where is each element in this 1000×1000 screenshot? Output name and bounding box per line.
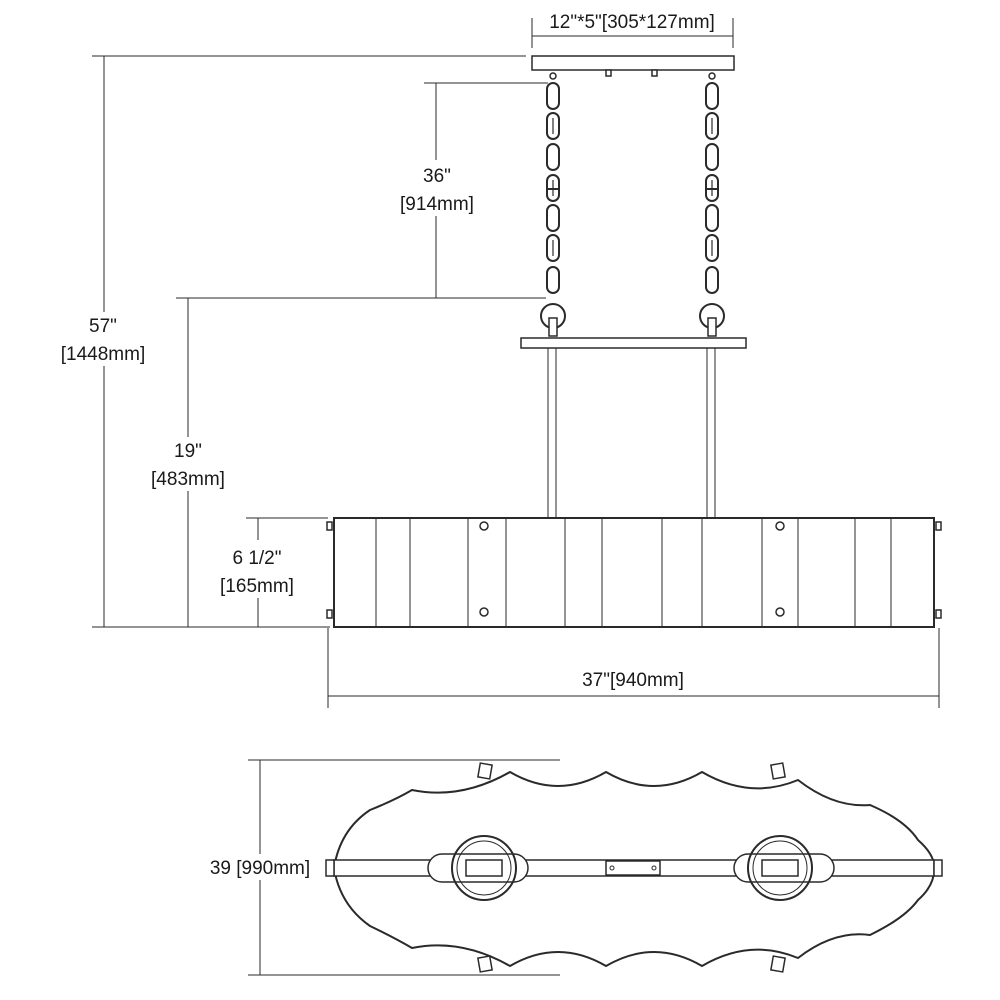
top-view-width-label: 39 [990mm] — [210, 858, 310, 879]
fixture-height-mm: [483mm] — [151, 469, 225, 490]
shade-height-mm: [165mm] — [220, 576, 294, 597]
right-chain — [705, 82, 719, 294]
shade-side-view — [326, 517, 942, 628]
chain-length-mm: [914mm] — [400, 194, 474, 215]
chain-length-inches: 36" — [423, 166, 451, 187]
overall-height-mm: [1448mm] — [61, 344, 145, 365]
crossbar — [520, 337, 747, 349]
shade-top-view — [325, 762, 943, 973]
overall-height-inches: 57" — [89, 316, 117, 337]
shade-height-inches: 6 1/2" — [232, 548, 281, 569]
dimension-lines — [92, 55, 940, 708]
canopy-size-label: 12"*5"[305*127mm] — [549, 12, 715, 33]
support-rods — [547, 348, 716, 518]
left-chain — [546, 82, 560, 294]
shade-length-label: 37"[940mm] — [582, 670, 684, 691]
fixture-height-inches: 19" — [174, 441, 202, 462]
canopy — [531, 18, 735, 80]
